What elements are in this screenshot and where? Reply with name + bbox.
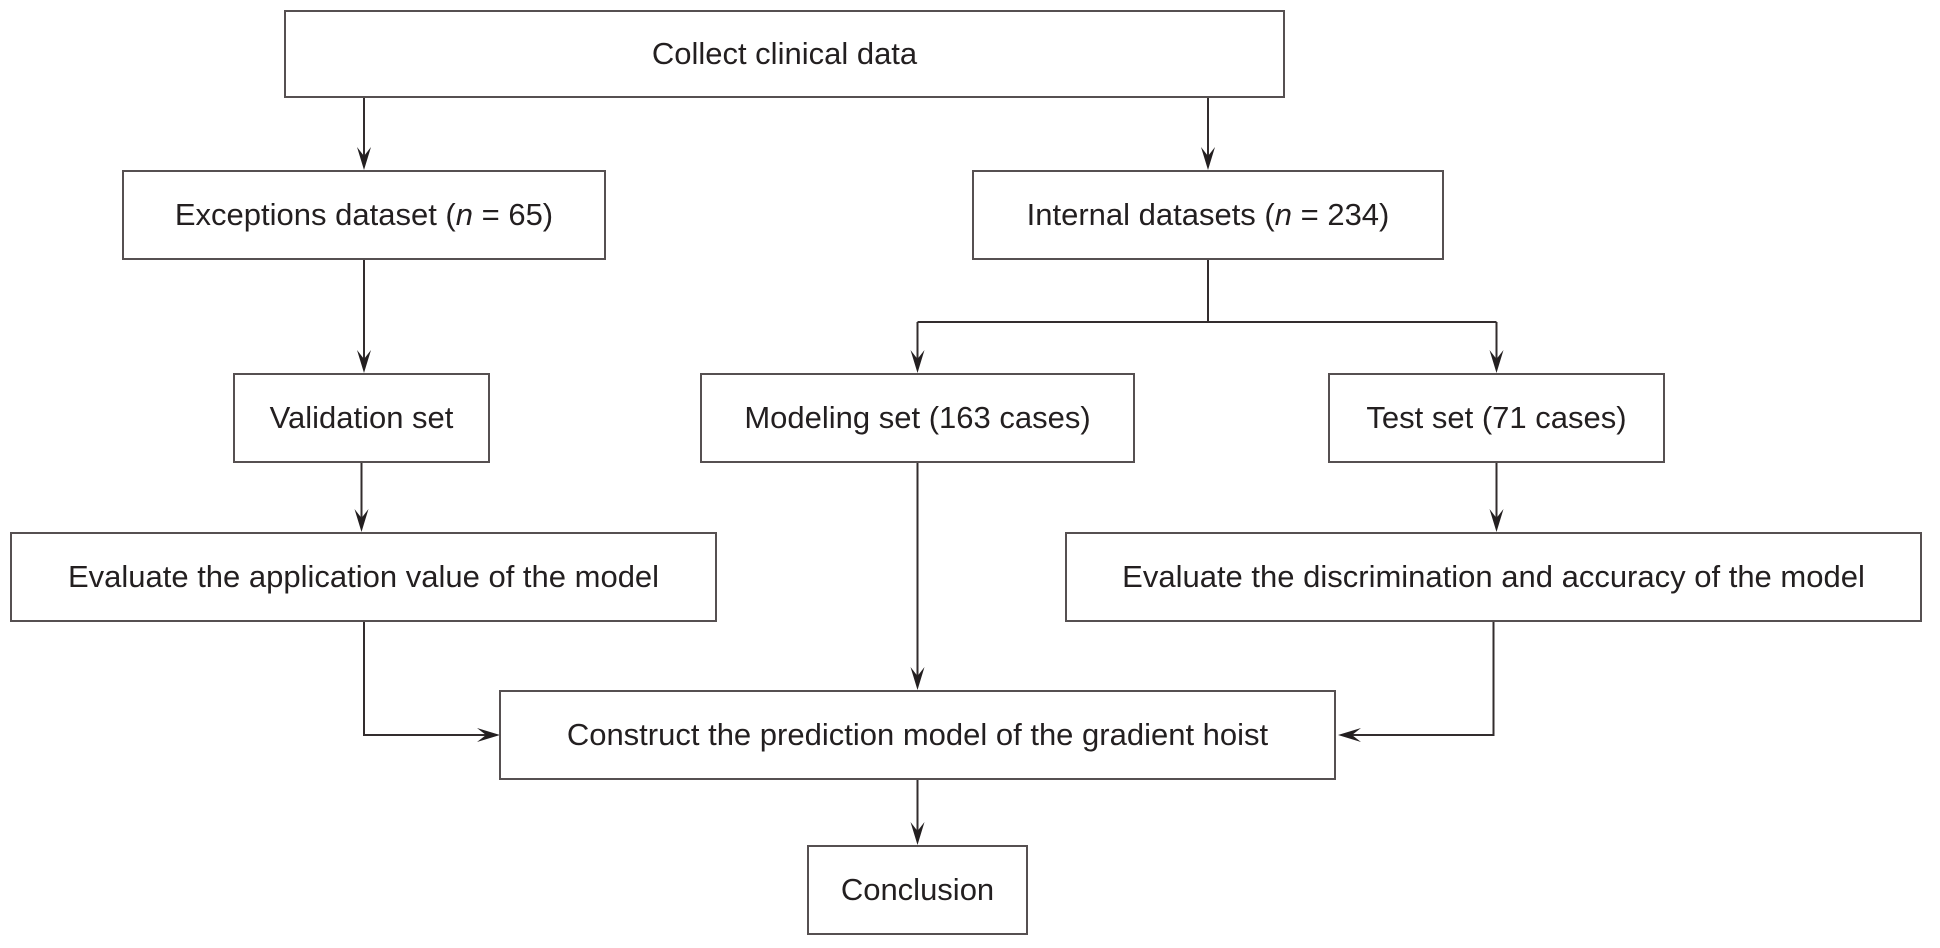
node-internal-datasets: Internal datasets (n = 234)	[972, 170, 1444, 260]
arrowhead-left-icon	[1338, 728, 1361, 742]
arrowhead-down-icon	[1201, 147, 1215, 170]
arrowhead-down-icon	[910, 822, 925, 845]
node-label: Validation set	[269, 400, 454, 436]
edge-evalleft-construct	[363, 622, 488, 736]
arrowhead-right-icon	[477, 728, 500, 742]
arrowhead-down-icon	[1489, 350, 1504, 373]
arrowhead-down-icon	[1489, 509, 1504, 532]
node-construct-prediction-model: Construct the prediction model of the gr…	[499, 690, 1336, 780]
node-evaluate-application-value: Evaluate the application value of the mo…	[10, 532, 717, 622]
edge-evalright-construct	[1350, 622, 1495, 736]
node-test-set: Test set (71 cases)	[1328, 373, 1665, 463]
node-modeling-set: Modeling set (163 cases)	[700, 373, 1135, 463]
node-evaluate-discrimination-accuracy: Evaluate the discrimination and accuracy…	[1065, 532, 1922, 622]
node-label: Test set (71 cases)	[1366, 400, 1627, 436]
arrowhead-down-icon	[910, 667, 925, 690]
node-exceptions-dataset: Exceptions dataset (n = 65)	[122, 170, 606, 260]
node-label: Modeling set (163 cases)	[744, 400, 1091, 436]
arrowhead-down-icon	[354, 509, 369, 532]
node-label: Collect clinical data	[651, 36, 918, 72]
node-label: Conclusion	[840, 872, 995, 908]
node-label: Evaluate the application value of the mo…	[67, 559, 660, 595]
node-label: Internal datasets (n = 234)	[1026, 197, 1390, 233]
node-collect-clinical-data: Collect clinical data	[284, 10, 1285, 98]
arrowhead-down-icon	[910, 350, 925, 373]
node-label: Evaluate the discrimination and accuracy…	[1122, 559, 1865, 595]
arrowhead-down-icon	[357, 350, 371, 373]
arrowhead-down-icon	[357, 147, 371, 170]
node-validation-set: Validation set	[233, 373, 490, 463]
node-conclusion: Conclusion	[807, 845, 1028, 935]
node-label: Construct the prediction model of the gr…	[566, 717, 1269, 753]
node-label: Exceptions dataset (n = 65)	[174, 197, 554, 233]
